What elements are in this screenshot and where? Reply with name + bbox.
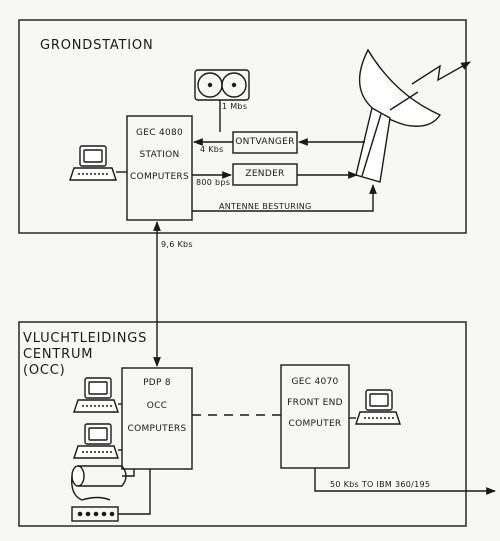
control-panel-icon <box>71 506 119 522</box>
satellite-dish-icon <box>355 48 442 183</box>
station-computer-line2: STATION <box>139 150 180 160</box>
gec4070-label: GEC 4070 <box>291 377 339 387</box>
occ-frame <box>18 321 467 527</box>
gec4070-line3: COMPUTER <box>288 419 342 429</box>
terminal-icon-occ-3 <box>355 389 401 425</box>
occ-title-line1: VLUCHTLEIDINGS <box>23 331 148 346</box>
tape-drive-icon <box>194 69 250 101</box>
occ-title-line2: CENTRUM <box>23 347 94 362</box>
pdp8-box <box>121 367 193 470</box>
rate-transmitter: 800 bps <box>196 178 231 187</box>
zender-label: ZENDER <box>245 169 285 179</box>
terminal-icon-gs <box>69 145 117 181</box>
station-computer-name: GEC 4080 <box>135 128 184 138</box>
pdp8-line3: COMPUTERS <box>127 424 187 434</box>
occ-title-line3: (OCC) <box>23 363 66 378</box>
ibm-link-label: 50 Kbs TO IBM 360/195 <box>330 480 431 489</box>
antenne-besturing-label: ANTENNE BESTURING <box>219 202 312 211</box>
signal-link <box>411 61 471 85</box>
link-ibm <box>314 468 496 495</box>
station-computer-line3: COMPUTERS <box>130 172 189 182</box>
grondstation-frame <box>18 19 467 234</box>
pdp8-line2: OCC <box>146 401 168 411</box>
terminal-icon-occ-1 <box>73 377 119 413</box>
grondstation-title: GRONDSTATION <box>40 38 154 53</box>
rate-tape: 1 Mbs <box>222 102 248 111</box>
terminal-icon-occ-2 <box>73 423 119 459</box>
station-computer-box <box>126 115 193 221</box>
pdp8-label: PDP 8 <box>143 378 171 388</box>
printer-icon <box>71 465 127 501</box>
gec4070-line2: FRONT END <box>287 398 343 408</box>
rate-receiver: 4 Kbs <box>200 145 224 154</box>
link-antenne <box>192 184 377 212</box>
link-rate-label: 9,6 Kbs <box>161 240 193 249</box>
ontvanger-label: ONTVANGER <box>235 137 295 147</box>
